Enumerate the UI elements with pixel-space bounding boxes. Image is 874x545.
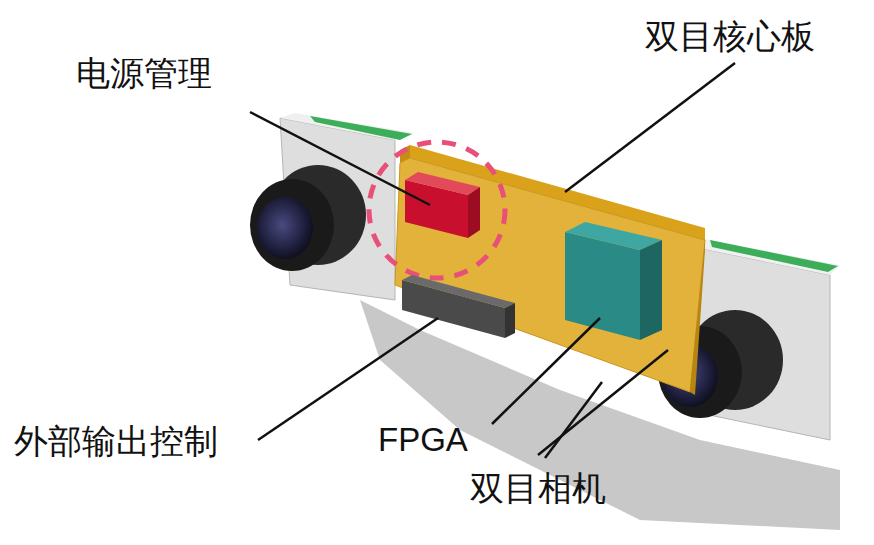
fpga-chip [565,222,662,340]
callout-label: 电源管理 [76,55,212,92]
callout-label: 双目核心板 [645,18,815,55]
callout-label: FPGA [378,422,468,458]
dashed-highlight [369,142,505,278]
leader-line [250,63,735,458]
callout-label: 双目相机 [470,470,606,507]
left-camera [250,113,415,300]
output-connector [402,275,515,338]
callout-label: 外部输出控制 [14,423,218,460]
power-chip [405,172,480,238]
